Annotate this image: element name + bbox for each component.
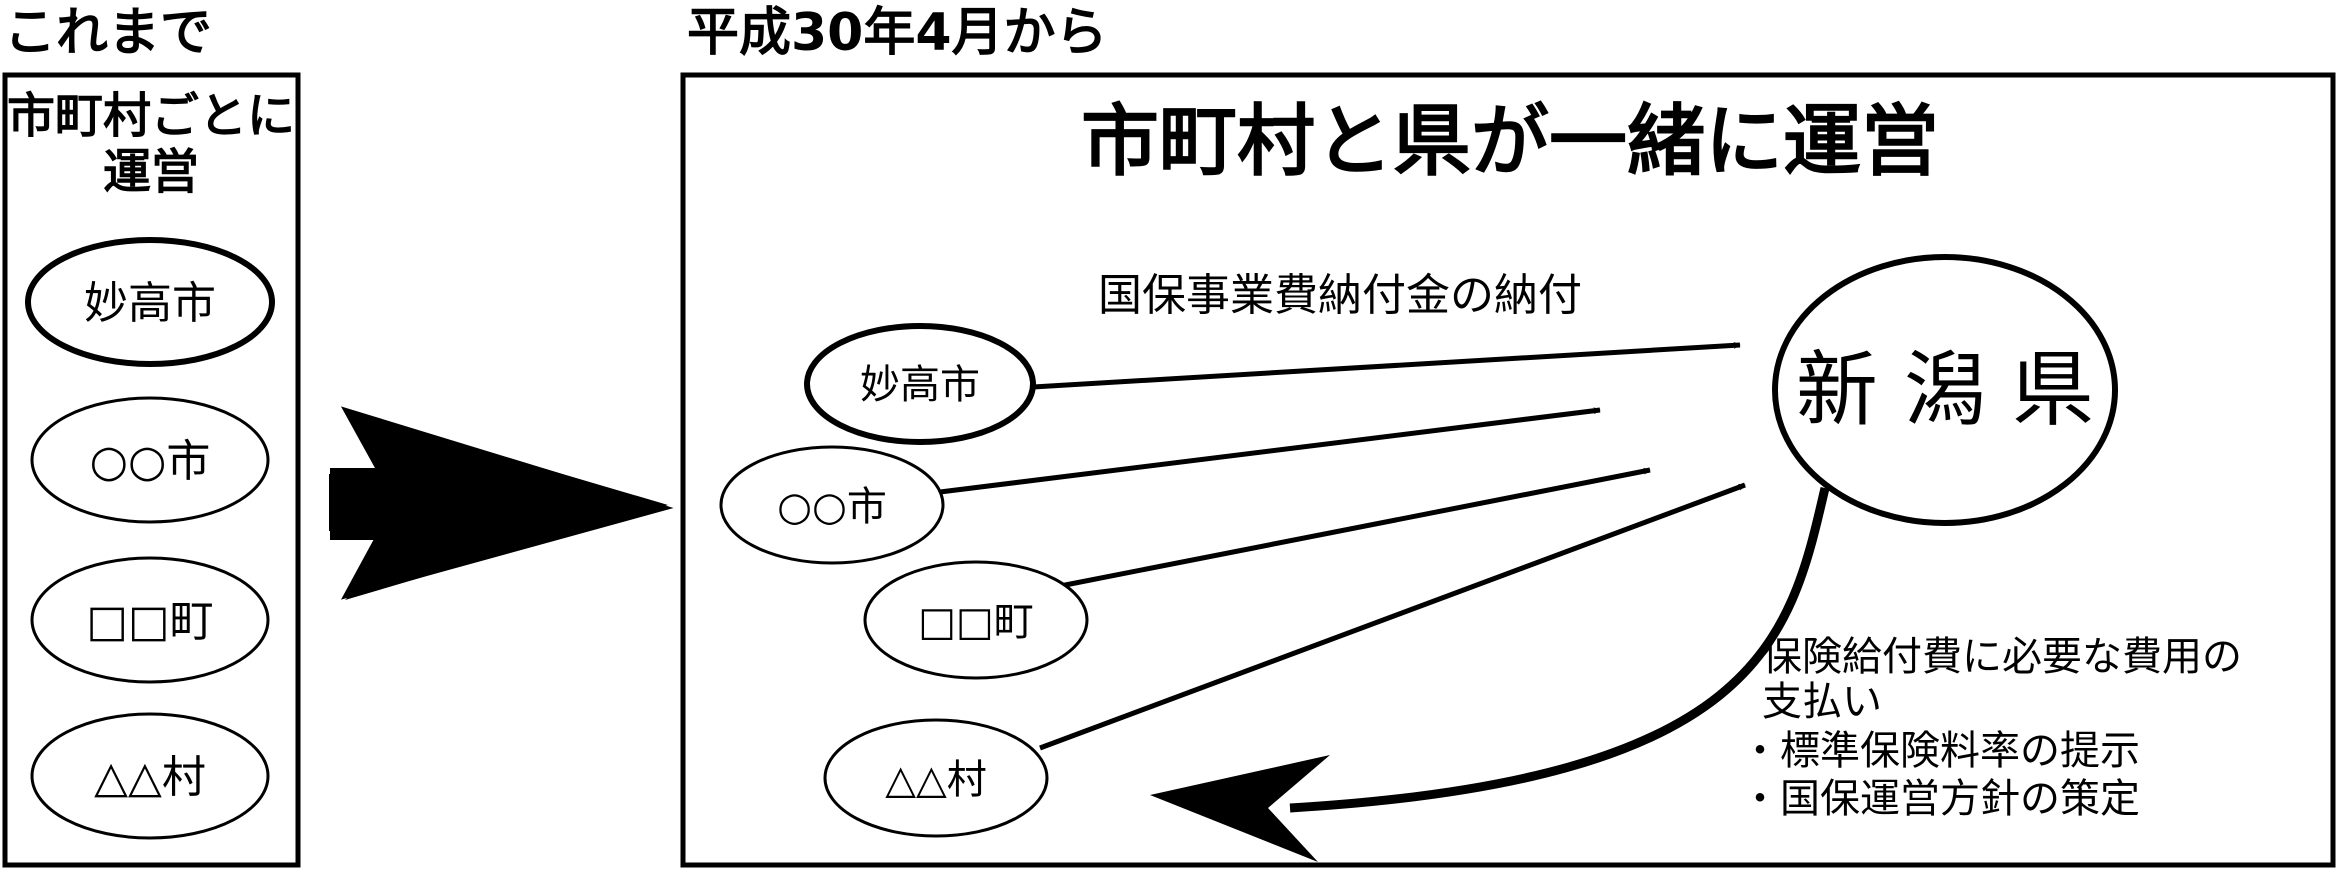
prefecture-ellipse bbox=[1772, 254, 2118, 526]
after-ellipse-oo bbox=[719, 445, 945, 565]
before-heading: これまで bbox=[4, 3, 212, 63]
after-panel-title: 市町村と県が一緒に運営 bbox=[1081, 97, 1939, 187]
return-label-line2: 支払い bbox=[1762, 679, 1882, 725]
return-arrow-head-icon bbox=[1150, 755, 1330, 862]
transition-arrow-body bbox=[330, 410, 668, 600]
before-label-shikaku: □□町 bbox=[86, 596, 213, 647]
before-ellipse-myoko bbox=[25, 237, 275, 367]
return-label-line4: ・国保運営方針の策定 bbox=[1740, 776, 2140, 822]
return-arrow-curve bbox=[1289, 486, 1830, 813]
after-label-sankaku: △△村 bbox=[885, 757, 987, 803]
before-ellipse-sankaku bbox=[30, 712, 270, 840]
prefecture-label: 新 潟 県 bbox=[1796, 343, 2094, 438]
arrow-sankaku-to-prefecture bbox=[1039, 482, 1746, 751]
payment-label: 国保事業費納付金の納付 bbox=[1098, 270, 1582, 321]
after-ellipse-shikaku bbox=[863, 560, 1089, 680]
after-label-shikaku: □□町 bbox=[918, 599, 1034, 645]
before-label-myoko: 妙高市 bbox=[84, 278, 216, 329]
arrow-myoko-to-prefecture bbox=[1032, 341, 1741, 390]
after-ellipse-myoko bbox=[804, 323, 1036, 445]
arrow-oo-to-prefecture bbox=[939, 407, 1601, 495]
before-label-oo: ○○市 bbox=[90, 436, 211, 487]
after-heading: 平成30年4月から bbox=[687, 3, 1108, 63]
before-panel-title-line2: 運営 bbox=[103, 144, 199, 200]
before-panel-title-line1: 市町村ごとに bbox=[7, 88, 295, 144]
after-label-oo: ○○市 bbox=[777, 484, 887, 530]
before-panel bbox=[2, 72, 301, 868]
arrow-shikaku-to-prefecture bbox=[1049, 467, 1651, 591]
after-ellipse-sankaku bbox=[823, 718, 1049, 838]
return-label-line3: ・標準保険料率の提示 bbox=[1740, 728, 2140, 774]
after-panel bbox=[680, 72, 2336, 868]
before-label-sankaku: △△村 bbox=[94, 752, 206, 803]
before-ellipse-oo bbox=[30, 396, 270, 524]
before-ellipse-shikaku bbox=[30, 556, 270, 684]
return-label-line1: 保険給付費に必要な費用の bbox=[1762, 634, 2242, 680]
after-label-myoko: 妙高市 bbox=[860, 362, 980, 408]
